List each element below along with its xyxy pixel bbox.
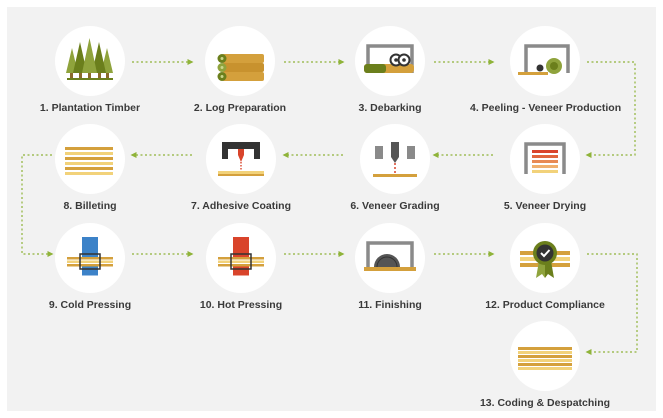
step-cold-pressing: 9. Cold Pressing (15, 223, 165, 311)
step-label: 12. Product Compliance (485, 299, 605, 311)
cold-press-icon (67, 237, 113, 276)
saw-blade-icon (364, 241, 416, 271)
step-adhesive-coating: 7. Adhesive Coating (166, 124, 316, 212)
step-label: 4. Peeling - Veneer Production (470, 102, 622, 114)
step-label: 13. Coding & Despatching (479, 397, 611, 409)
step-product-compliance: 12. Product Compliance (470, 223, 620, 311)
log-pile-icon (217, 54, 264, 81)
step-label: 3. Debarking (358, 102, 422, 114)
certification-badge-icon (520, 241, 570, 278)
step-circle (355, 26, 425, 96)
step-circle (55, 26, 125, 96)
step-circle (205, 26, 275, 96)
step-log-preparation: 2. Log Preparation (165, 26, 315, 114)
veneer-dryer-icon (524, 142, 566, 174)
step-coding-despatching: 13. Coding & Despatching (470, 321, 620, 409)
step-circle (510, 223, 580, 293)
step-label: 2. Log Preparation (193, 102, 287, 114)
finished-boards-icon (518, 347, 572, 370)
step-peeling-veneer-production: 4. Peeling - Veneer Production (470, 26, 622, 114)
step-circle (206, 124, 276, 194)
veneer-stack-icon (65, 147, 113, 175)
step-hot-pressing: 10. Hot Pressing (166, 223, 316, 311)
step-finishing: 11. Finishing (315, 223, 465, 311)
step-label: 11. Finishing (358, 299, 422, 311)
hot-press-icon (218, 237, 264, 276)
arrow-12-to-13 (585, 253, 638, 355)
step-label: 10. Hot Pressing (199, 299, 283, 311)
step-circle (55, 124, 125, 194)
step-circle (355, 223, 425, 293)
step-label: 5. Veneer Drying (503, 200, 587, 212)
step-circle (55, 223, 125, 293)
step-circle (360, 124, 430, 194)
debarking-machine-icon (364, 44, 414, 73)
step-circle (510, 321, 580, 391)
step-veneer-grading: 6. Veneer Grading (320, 124, 470, 212)
step-debarking: 3. Debarking (315, 26, 465, 114)
step-veneer-drying: 5. Veneer Drying (470, 124, 620, 212)
step-label: 6. Veneer Grading (350, 200, 440, 212)
step-billeting: 8. Billeting (15, 124, 165, 212)
arrow-4-to-5 (585, 61, 636, 158)
step-circle (206, 223, 276, 293)
step-plantation-timber: 1. Plantation Timber (15, 26, 165, 114)
step-circle (510, 124, 580, 194)
step-label: 9. Cold Pressing (48, 299, 132, 311)
step-label: 1. Plantation Timber (39, 102, 141, 114)
laser-grading-icon (373, 142, 417, 177)
step-circle (510, 26, 580, 96)
veneer-peeling-icon (518, 44, 570, 75)
arrow-8-to-9 (21, 154, 54, 257)
step-label: 7. Adhesive Coating (191, 200, 291, 212)
step-label: 8. Billeting (63, 200, 117, 212)
glue-spreader-icon (218, 142, 264, 176)
pine-trees-icon (66, 38, 113, 80)
